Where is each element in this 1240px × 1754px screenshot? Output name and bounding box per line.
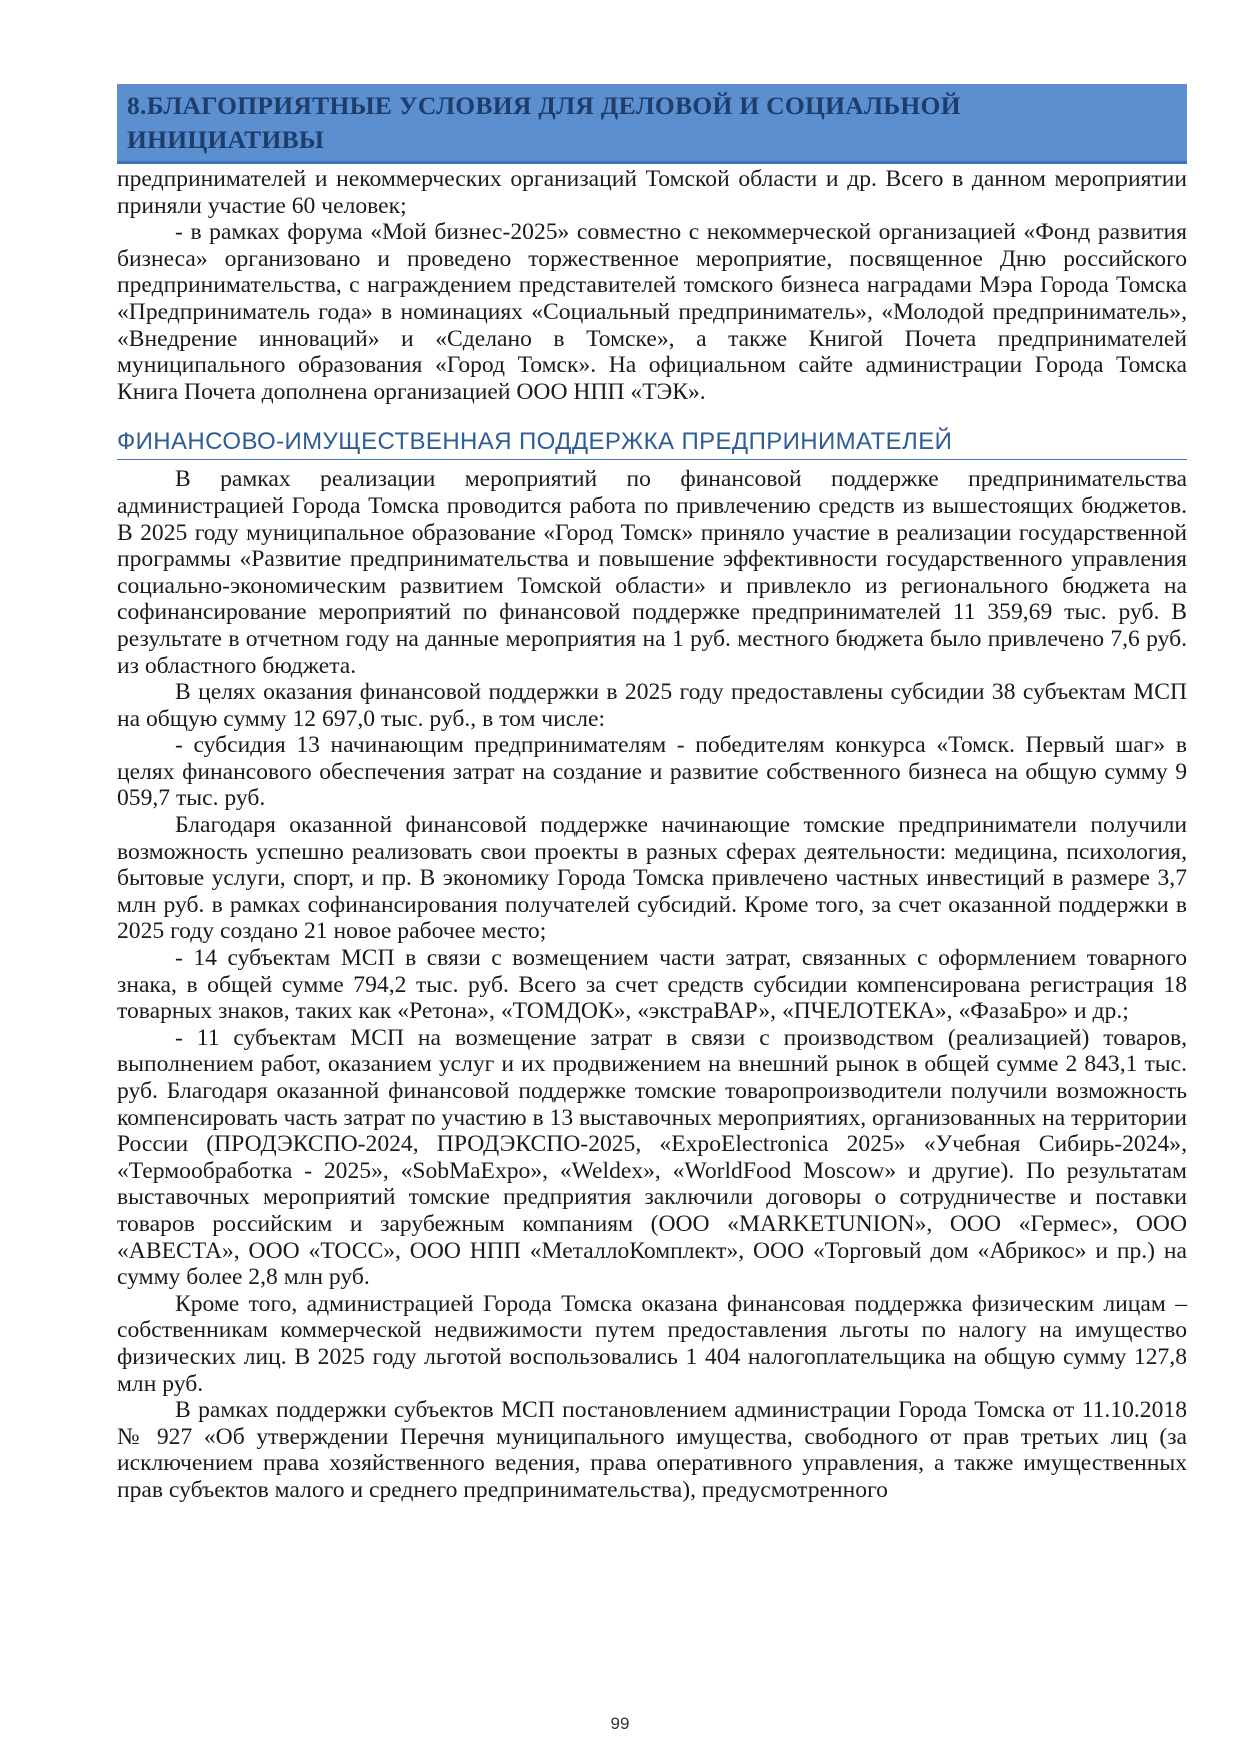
section-paragraph-2: В целях оказания финансовой поддержки в … <box>117 679 1187 732</box>
section-paragraph-6: - 11 субъектам МСП на возмещение затрат … <box>117 1024 1187 1291</box>
chapter-title-line-2: ИНИЦИАТИВЫ <box>127 125 325 154</box>
document-page: 8.БЛАГОПРИЯТНЫЕ УСЛОВИЯ ДЛЯ ДЕЛОВОЙ И СО… <box>117 84 1187 1504</box>
section-paragraph-3: - субсидия 13 начинающим предпринимателя… <box>117 732 1187 812</box>
section-heading: ФИНАНСОВО-ИМУЩЕСТВЕННАЯ ПОДДЕРЖКА ПРЕДПР… <box>117 427 1187 461</box>
section-paragraph-8: В рамках поддержки субъектов МСП постано… <box>117 1397 1187 1503</box>
section-paragraph-1: В рамках реализации мероприятий по финан… <box>117 466 1187 679</box>
intro-paragraph-2: - в рамках форума «Мой бизнес-2025» совм… <box>117 219 1187 405</box>
section-title: ФИНАНСОВО-ИМУЩЕСТВЕННАЯ ПОДДЕРЖКА ПРЕДПР… <box>117 428 953 456</box>
chapter-title-line-1: 8.БЛАГОПРИЯТНЫЕ УСЛОВИЯ ДЛЯ ДЕЛОВОЙ И СО… <box>127 91 961 120</box>
intro-paragraph-1: предпринимателей и некоммерческих органи… <box>117 166 1187 219</box>
section-paragraph-4: Благодаря оказанной финансовой поддержке… <box>117 812 1187 945</box>
section-paragraph-7: Кроме того, администрацией Города Томска… <box>117 1290 1187 1397</box>
section-paragraph-5: - 14 субъектам МСП в связи с возмещением… <box>117 945 1187 1025</box>
page-number: 99 <box>610 1714 630 1733</box>
chapter-banner: 8.БЛАГОПРИЯТНЫЕ УСЛОВИЯ ДЛЯ ДЕЛОВОЙ И СО… <box>117 84 1187 164</box>
